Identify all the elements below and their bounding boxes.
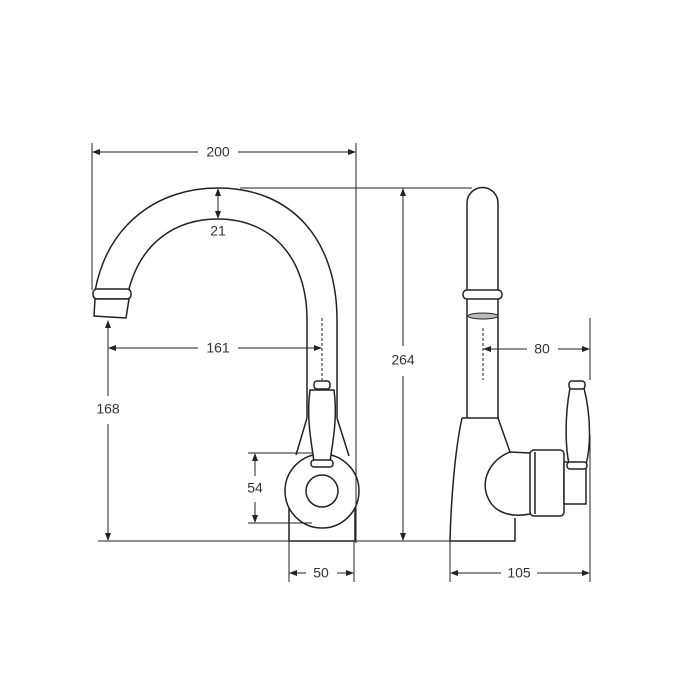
dim-label-50: 50 xyxy=(313,565,329,581)
dim-label-105: 105 xyxy=(507,565,531,581)
dimension-168: 168 xyxy=(96,320,120,541)
dim-label-168: 168 xyxy=(96,401,120,417)
dimension-161: 161 xyxy=(108,340,322,356)
side-lever-collar xyxy=(566,461,588,470)
dim-label-264: 264 xyxy=(391,352,415,368)
lever-cap xyxy=(313,380,331,390)
dim-label-200: 200 xyxy=(206,144,230,160)
dimension-21: 21 xyxy=(210,188,226,239)
dim-label-80: 80 xyxy=(534,341,550,357)
dim-label-21: 21 xyxy=(210,223,226,239)
lever-handle xyxy=(307,389,337,463)
extension-lines xyxy=(91,143,591,582)
nozzle-outlet xyxy=(93,298,130,319)
front-view xyxy=(92,187,360,542)
nozzle-ring xyxy=(92,288,132,300)
side-view xyxy=(449,186,591,542)
dimension-200: 200 xyxy=(92,144,356,160)
dim-label-161: 161 xyxy=(206,340,230,356)
side-cam xyxy=(484,451,531,516)
base-circle-inner xyxy=(305,474,339,508)
column-ring xyxy=(462,289,503,300)
side-lever-cap xyxy=(568,380,586,390)
side-body xyxy=(449,417,516,542)
dimension-54: 54 xyxy=(247,453,263,523)
column-ellipse xyxy=(467,312,499,320)
spout-inner xyxy=(127,218,308,418)
dimension-264: 264 xyxy=(391,188,415,541)
dimension-105: 105 xyxy=(450,565,590,581)
dimension-80: 80 xyxy=(483,341,590,357)
dim-label-54: 54 xyxy=(247,480,263,496)
base-taper xyxy=(295,417,350,457)
side-lever xyxy=(565,387,591,465)
column xyxy=(466,186,499,418)
dimension-50: 50 xyxy=(289,565,354,581)
lever-collar xyxy=(310,459,334,468)
